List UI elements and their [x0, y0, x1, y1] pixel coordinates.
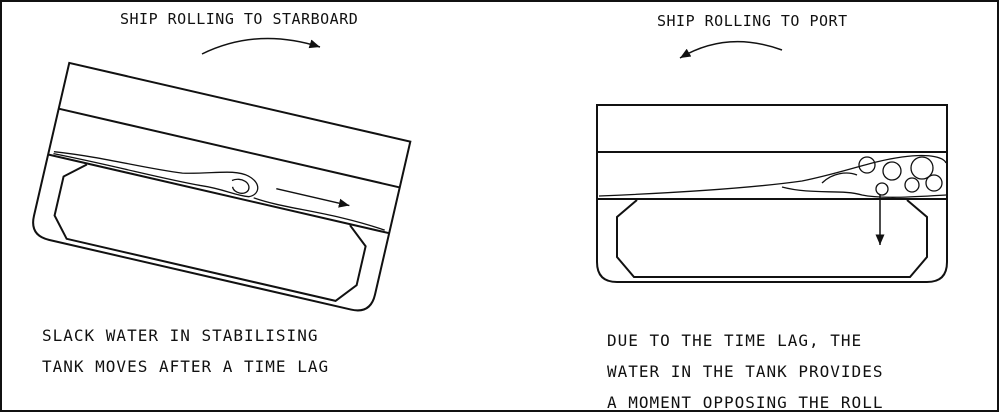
right-caption-line1: DUE TO THE TIME LAG, THE [607, 331, 863, 350]
slack-water-wave [53, 151, 385, 231]
ship-rolling-starboard [28, 61, 412, 316]
ship-rolling-port [596, 104, 948, 283]
right-caption: DUE TO THE TIME LAG, THE WATER IN THE TA… [607, 325, 884, 412]
left-caption-line1: SLACK WATER IN STABILISING [42, 326, 319, 345]
right-caption-line3: A MOMENT OPPOSING THE ROLL [607, 393, 884, 412]
left-caption-line2: TANK MOVES AFTER A TIME LAG [42, 357, 330, 376]
water-surge [598, 154, 947, 198]
right-caption-line2: WATER IN THE TANK PROVIDES [607, 362, 884, 381]
left-caption: SLACK WATER IN STABILISING TANK MOVES AF… [42, 320, 329, 382]
roll-starboard-arrow [201, 37, 321, 55]
water-flow-arrow [276, 187, 350, 208]
roll-port-arrow [679, 40, 783, 59]
left-title: SHIP ROLLING TO STARBOARD [120, 10, 359, 28]
right-title: SHIP ROLLING TO PORT [657, 12, 848, 30]
